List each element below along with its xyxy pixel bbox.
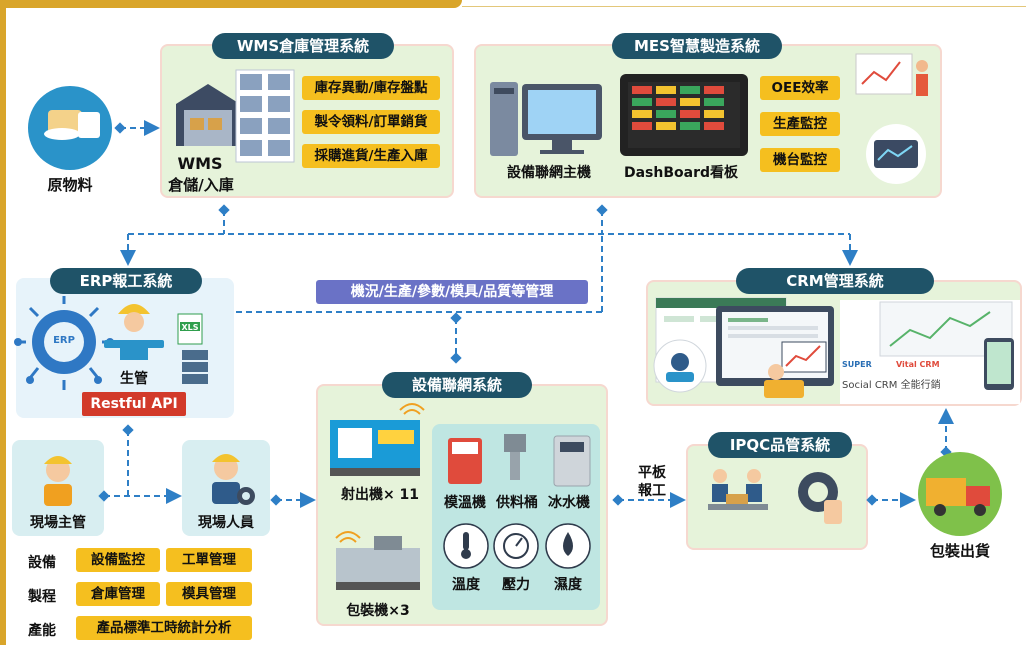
xls-badge: XLS (181, 323, 199, 332)
mes-dashboard-label: DashBoard看板 (623, 165, 739, 181)
function-item: 工單管理 (166, 548, 252, 572)
tablet-report-label: 報工 (638, 483, 666, 499)
wms-button-picking: 製令領料/訂單銷貨 (302, 110, 440, 134)
injection-machine-label: 射出機× 11 (340, 487, 420, 503)
function-item: 產品標準工時統計分析 (76, 616, 252, 640)
shipping-label: 包裝出貨 (929, 542, 990, 560)
mes-button-machine: 機台監控 (760, 148, 840, 172)
frame-left-bar (0, 0, 6, 645)
site-manager-label: 現場主管 (30, 515, 86, 531)
mes-button-oee: OEE效率 (760, 76, 840, 100)
raw-material-label: 原物料 (47, 176, 93, 194)
pressure-label: 壓力 (502, 577, 530, 593)
crm-brand-right: Vital CRM (896, 360, 940, 369)
function-item: 倉庫管理 (76, 582, 160, 606)
tablet-label: 平板 (638, 465, 666, 481)
mes-title: MES智慧製造系統 (612, 33, 782, 59)
iot-title: 設備聯網系統 (382, 372, 532, 398)
humidity-label: 濕度 (554, 577, 582, 593)
mes-host-label: 設備聯網主機 (507, 165, 591, 181)
function-row-label: 設備 (28, 555, 56, 571)
feeder-label: 供料桶 (496, 495, 538, 511)
mold-temp-label: 模溫機 (444, 495, 486, 511)
wms-button-inventory: 庫存異動/庫存盤點 (302, 76, 440, 100)
temperature-label: 溫度 (452, 577, 480, 593)
management-banner: 機況/生產/參數/模具/品質等管理 (316, 280, 588, 304)
crm-tagline: Social CRM 全能行銷 (842, 380, 941, 391)
restful-api-label: Restful API (82, 392, 186, 416)
wms-sub-label: WMS (177, 154, 223, 173)
wms-button-receiving: 採購進貨/生產入庫 (302, 144, 440, 168)
frame-top-tab (0, 0, 462, 8)
packing-machine-label: 包裝機×3 (346, 603, 410, 619)
function-item: 設備監控 (76, 548, 160, 572)
crm-title: CRM管理系統 (736, 268, 934, 294)
mes-button-production: 生產監控 (760, 112, 840, 136)
chiller-label: 冰水機 (548, 495, 590, 511)
ipqc-title: IPQC品管系統 (708, 432, 852, 458)
site-staff-label: 現場人員 (198, 515, 254, 531)
wms-title: WMS倉庫管理系統 (212, 33, 394, 59)
frame-top-line (462, 6, 1026, 7)
function-row-label: 製程 (28, 589, 56, 605)
crm-brand-left: SUPER (842, 360, 872, 369)
wms-storage-label: 倉儲/入庫 (168, 176, 234, 194)
erp-worker-label: 生管 (120, 371, 148, 387)
erp-badge: ERP (53, 335, 75, 346)
function-row-label: 產能 (28, 623, 56, 639)
function-item: 模具管理 (166, 582, 252, 606)
erp-title: ERP報工系統 (50, 268, 202, 294)
